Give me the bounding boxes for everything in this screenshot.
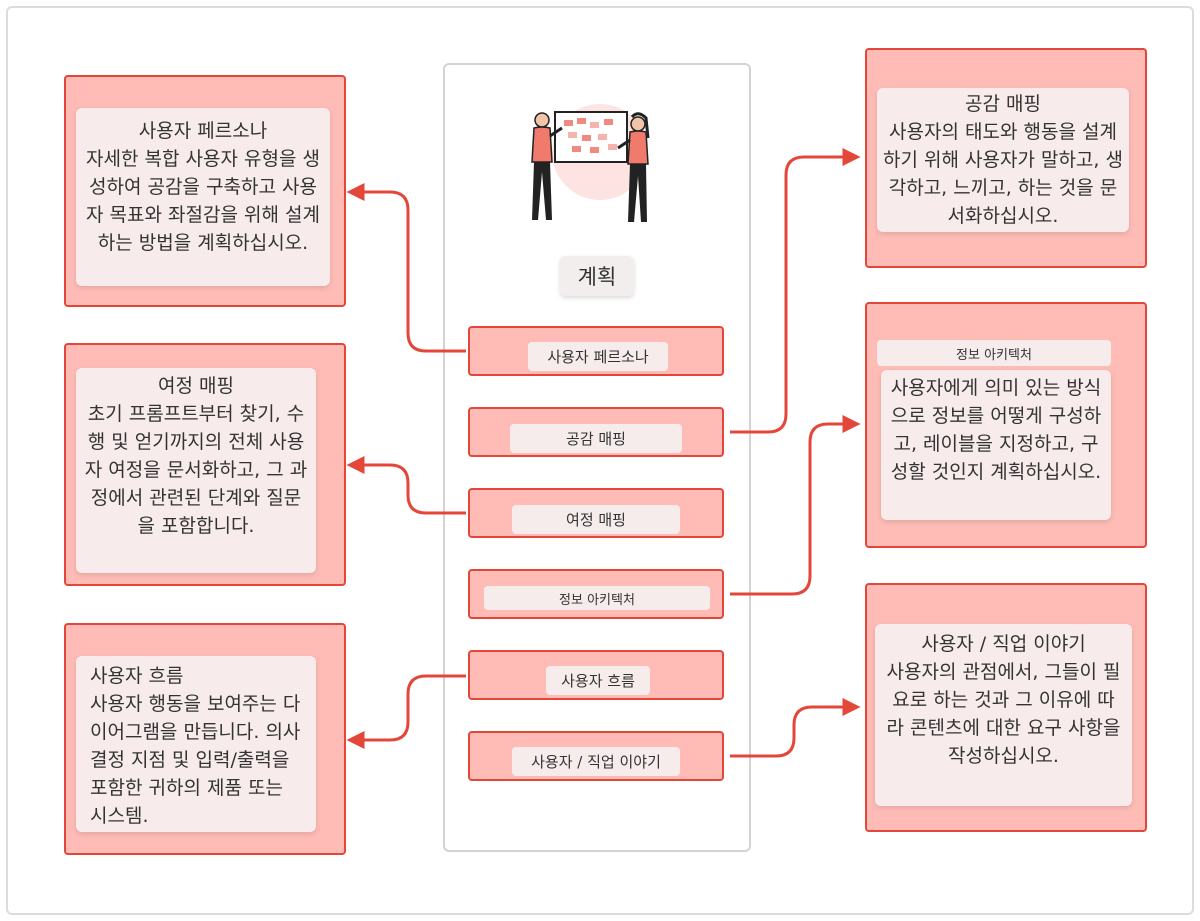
card-user-flow-title: 사용자 흐름 bbox=[90, 665, 184, 687]
connector-persona bbox=[346, 183, 466, 353]
item-journey-mapping-label: 여정 매핑 bbox=[512, 505, 680, 534]
card-information-architecture-body: 사용자에게 의미 있는 방식으로 정보를 어떻게 구성하고, 레이블을 지정하고… bbox=[890, 377, 1102, 483]
item-information-architecture-label: 정보 아키텍처 bbox=[484, 586, 710, 610]
card-journey-mapping-body: 초기 프롬프트부터 찾기, 수행 및 얻기까지의 전체 사용자 여정을 문서화하… bbox=[84, 403, 308, 537]
item-empathy-mapping-label: 공감 매핑 bbox=[510, 424, 682, 453]
card-user-persona-content: 사용자 페르소나 자세한 복합 사용자 유형을 생성하여 공감을 구축하고 사용… bbox=[76, 108, 330, 286]
connector-ia bbox=[730, 415, 861, 596]
item-user-job-stories-label: 사용자 / 직업 이야기 bbox=[512, 747, 680, 776]
card-user-job-stories-title: 사용자 / 직업 이야기 bbox=[921, 633, 1086, 655]
card-user-persona-body: 자세한 복합 사용자 유형을 생성하여 공감을 구축하고 사용자 목표와 좌절감… bbox=[86, 148, 320, 254]
connector-journey bbox=[346, 456, 466, 515]
card-journey-mapping-title: 여정 매핑 bbox=[158, 375, 234, 397]
card-empathy-mapping-content: 공감 매핑 사용자의 태도와 행동을 설계하기 위해 사용자가 말하고, 생각하… bbox=[877, 88, 1129, 232]
item-user-flow-label: 사용자 흐름 bbox=[546, 666, 650, 695]
card-user-job-stories-content: 사용자 / 직업 이야기 사용자의 관점에서, 그들이 필요로 하는 것과 그 … bbox=[875, 624, 1132, 806]
plan-title: 계획 bbox=[560, 256, 634, 296]
card-journey-mapping-content: 여정 매핑 초기 프롬프트부터 찾기, 수행 및 얻기까지의 전체 사용자 여정… bbox=[76, 368, 316, 573]
item-user-persona-label: 사용자 페르소나 bbox=[528, 342, 668, 371]
card-empathy-mapping-title: 공감 매핑 bbox=[965, 93, 1041, 115]
card-information-architecture-content: 사용자에게 의미 있는 방식으로 정보를 어떻게 구성하고, 레이블을 지정하고… bbox=[881, 370, 1111, 520]
card-user-persona-title: 사용자 페르소나 bbox=[138, 120, 268, 142]
card-user-job-stories-body: 사용자의 관점에서, 그들이 필요로 하는 것과 그 이유에 따라 콘텐츠에 대… bbox=[886, 661, 1121, 767]
card-user-flow-content: 사용자 흐름 사용자 행동을 보여주는 다이어그램을 만듭니다. 의사 결정 지… bbox=[76, 656, 316, 832]
card-empathy-mapping-body: 사용자의 태도와 행동을 설계하기 위해 사용자가 말하고, 생각하고, 느끼고… bbox=[883, 121, 1123, 227]
card-information-architecture-title: 정보 아키텍처 bbox=[877, 340, 1111, 366]
connector-stories bbox=[730, 698, 861, 758]
card-user-flow-body: 사용자 행동을 보여주는 다이어그램을 만듭니다. 의사 결정 지점 및 입력/… bbox=[90, 693, 301, 827]
connector-flow bbox=[346, 674, 466, 749]
planning-illustration bbox=[531, 104, 650, 222]
connector-empathy bbox=[730, 148, 861, 434]
